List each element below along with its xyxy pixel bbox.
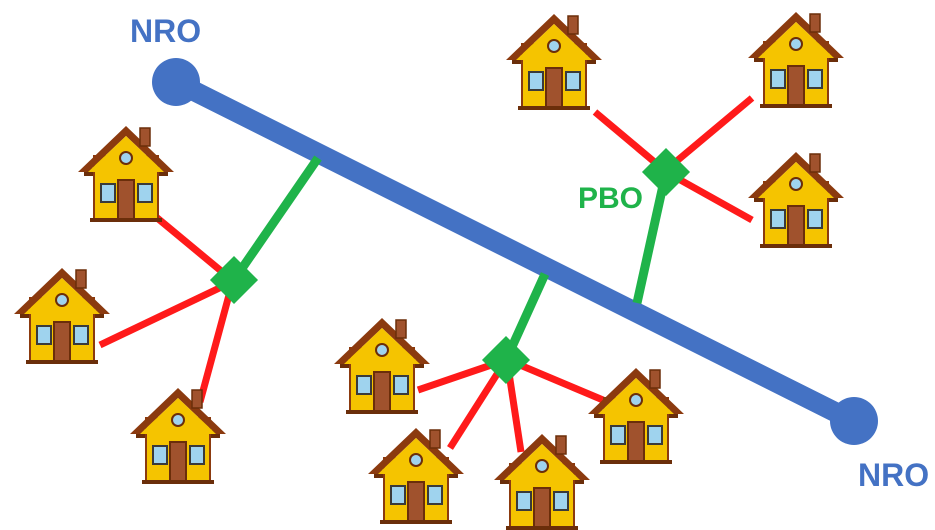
nro-node-top: [152, 58, 200, 106]
branch-cable: [632, 171, 671, 304]
nro-label-bottom: NRO: [858, 457, 929, 493]
connection-box-icon: [481, 335, 531, 385]
house-icon: [747, 151, 845, 249]
nro-label-top: NRO: [130, 13, 201, 49]
nro-node-bottom: [830, 397, 878, 445]
drop-cables: [98, 95, 755, 453]
pbo-label: PBO: [578, 182, 643, 215]
house-icon: [129, 387, 227, 485]
drop-cable: [663, 95, 755, 173]
connection-boxes: [209, 147, 691, 385]
house-icon: [747, 11, 845, 109]
drop-cable: [147, 209, 235, 283]
drop-cable: [506, 356, 605, 404]
house-icon: [77, 125, 175, 223]
pbo-connection-box-icon: [641, 147, 691, 197]
branch-cable: [230, 155, 322, 283]
houses: [13, 11, 845, 530]
drop-cable: [98, 278, 234, 349]
backbone-cable: [152, 58, 878, 445]
connection-box-icon: [209, 255, 259, 305]
house-icon: [505, 13, 603, 111]
house-icon: [333, 317, 431, 415]
house-icon: [587, 367, 685, 465]
house-icon: [13, 267, 111, 365]
house-icon: [493, 433, 591, 530]
drop-cable: [592, 109, 667, 173]
drop-cable: [196, 283, 236, 403]
